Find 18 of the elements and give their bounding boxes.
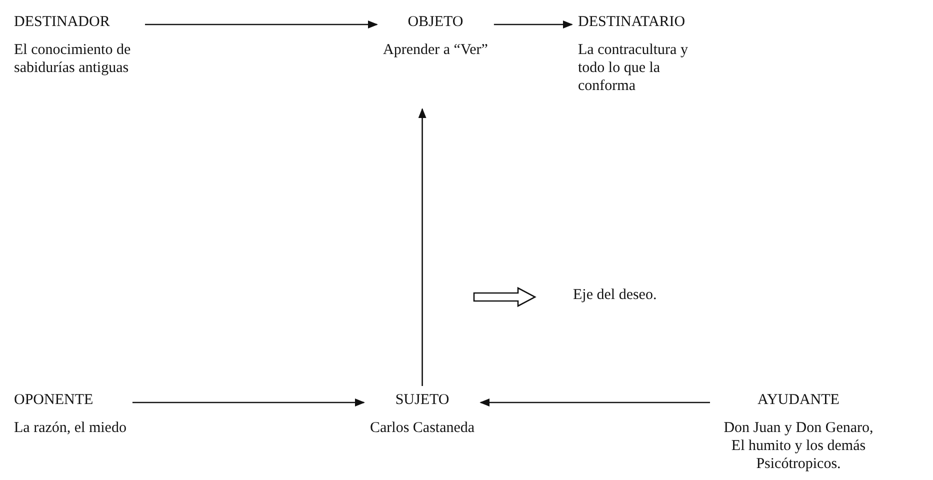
actant-heading: OPONENTE bbox=[14, 392, 94, 409]
actant-heading: DESTINADOR bbox=[14, 14, 111, 31]
arrow bbox=[132, 398, 365, 406]
actant-heading: DESTINATARIO bbox=[578, 14, 686, 31]
role-description: Don Juan y Don Genaro, El humito y los demás Psicótropicos. bbox=[722, 419, 874, 473]
role-description: La razón, el miedo bbox=[14, 419, 126, 437]
arrow bbox=[418, 108, 426, 386]
arrow bbox=[145, 20, 378, 28]
legend-text: Eje del deseo. bbox=[573, 287, 657, 304]
arrow bbox=[480, 398, 710, 406]
role-description: La contracultura y todo lo que la conforma bbox=[578, 41, 689, 95]
actant-heading: OBJETO bbox=[406, 14, 464, 31]
role-description: Carlos Castaneda bbox=[370, 419, 475, 437]
arrow bbox=[494, 20, 573, 28]
actant-heading: SUJETO bbox=[394, 392, 450, 409]
role-description: El conocimiento de sabidurías antiguas bbox=[14, 41, 132, 77]
actant-heading: AYUDANTE bbox=[756, 392, 840, 409]
role-description: Aprender a “Ver” bbox=[383, 41, 488, 59]
